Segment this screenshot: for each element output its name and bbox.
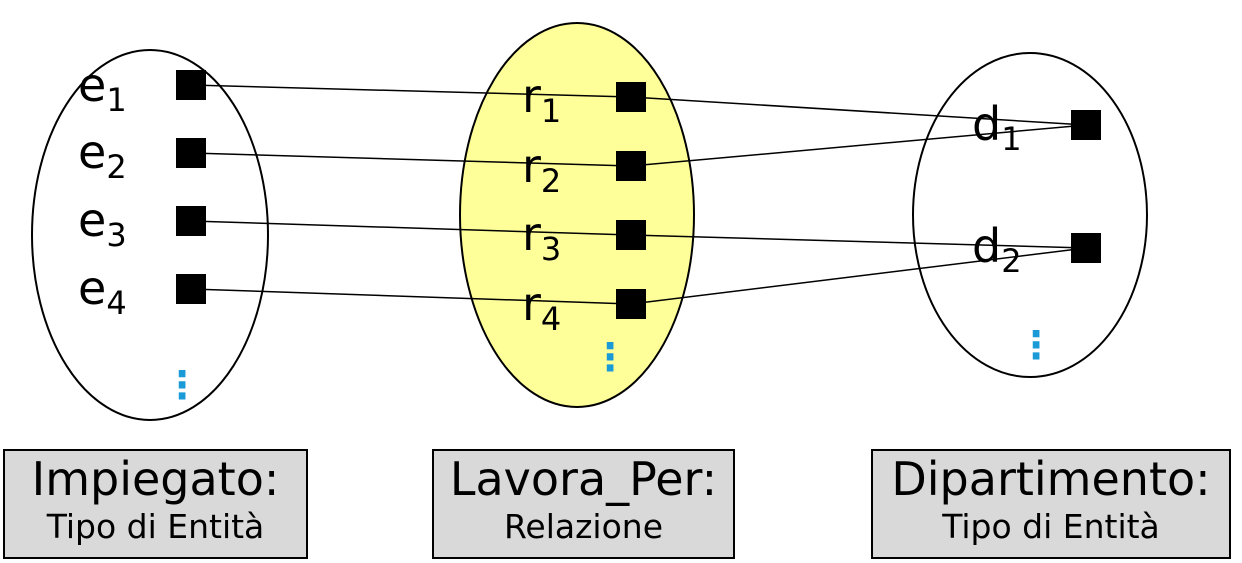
element-label-e2: e2 (78, 125, 127, 186)
link-r2-d1 (630, 124, 1087, 167)
lavora-per-caption: Lavora_Per: Relazione (432, 449, 735, 559)
link-r1-d1 (630, 96, 1087, 126)
entity-node-e3 (176, 206, 206, 236)
links-layer (190, 84, 1087, 305)
element-label-d1: d1 (972, 97, 1022, 158)
element-label-e1: e1 (78, 58, 127, 119)
lavora-per-caption-subtitle: Relazione (503, 507, 664, 546)
link-e2-r2 (190, 152, 632, 167)
lavora-per-ellipsis-icon: ⋮ (591, 335, 629, 379)
impiegato-caption-subtitle: Tipo di Entità (46, 507, 265, 546)
element-label-d2: d2 (972, 219, 1022, 280)
relation-node-r3 (616, 220, 646, 250)
link-e1-r1 (190, 84, 632, 98)
element-label-r2: r2 (522, 139, 561, 200)
lavora-per-set-ellipse (459, 22, 695, 408)
impiegato-caption: Impiegato: Tipo di Entità (3, 449, 308, 559)
element-label-r1: r1 (522, 69, 561, 130)
relation-node-r2 (616, 151, 646, 181)
link-e4-r4 (190, 288, 632, 305)
element-label-r4: r4 (522, 277, 561, 338)
dipartimento-caption-title: Dipartimento: (891, 452, 1211, 506)
element-label-e4: e4 (78, 261, 127, 322)
relation-node-r1 (616, 82, 646, 112)
impiegato-ellipsis-icon: ⋮ (163, 363, 201, 407)
impiegato-set-ellipse (31, 49, 269, 421)
lavora-per-elements: r1 r2 r3 r4 ⋮ (522, 69, 646, 379)
element-label-r3: r3 (522, 207, 561, 268)
link-r4-d2 (630, 247, 1087, 305)
link-e3-r3 (190, 220, 632, 236)
impiegato-elements: e1 e2 e3 e4 ⋮ (78, 58, 206, 407)
entity-node-d1 (1071, 110, 1101, 140)
entity-node-e4 (176, 274, 206, 304)
entity-node-e2 (176, 138, 206, 168)
lavora-per-caption-title: Lavora_Per: (449, 452, 718, 506)
dipartimento-caption: Dipartimento: Tipo di Entità (871, 449, 1231, 559)
element-label-e3: e3 (78, 193, 127, 254)
link-r3-d2 (630, 234, 1087, 249)
dipartimento-ellipsis-icon: ⋮ (1017, 323, 1055, 367)
entity-node-d2 (1071, 233, 1101, 263)
impiegato-caption-title: Impiegato: (31, 452, 280, 506)
relation-node-r4 (616, 289, 646, 319)
dipartimento-caption-subtitle: Tipo di Entità (942, 507, 1160, 546)
dipartimento-elements: d1 d2 ⋮ (972, 97, 1101, 367)
entity-node-e1 (176, 70, 206, 100)
